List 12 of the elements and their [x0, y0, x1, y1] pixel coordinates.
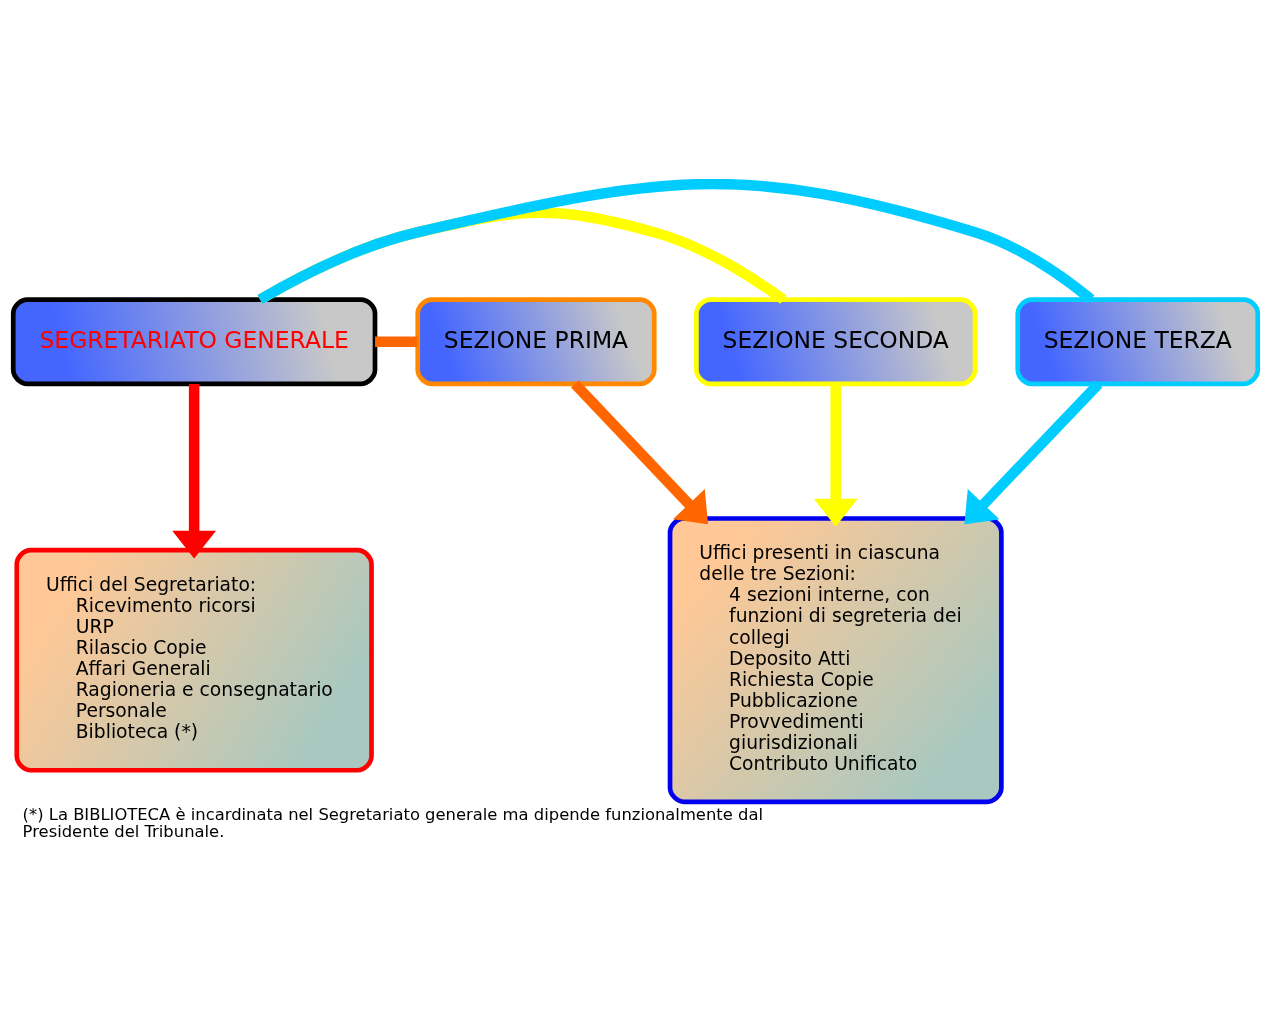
- node-box: Uffici del Segretariato: Ricevimento ricorsi URP Rilascio Copie Affari Generali Ragioneria e consegnatario Personale Biblioteca (*): [14, 547, 374, 773]
- arrow: [813, 383, 858, 527]
- caption: (*) La BIBLIOTECA è incardinata nel Segretariato generale ma dipende funzionalmente dal Presidente del Tribunale.: [22, 804, 764, 842]
- arrow: [964, 380, 1103, 525]
- node-box: SEZIONE TERZA: [1015, 297, 1261, 387]
- arrow: [571, 380, 709, 525]
- node-box: Uffici presenti in ciascuna delle tre Sezioni: 4 sezioni interne, con funzioni di segreteria dei collegi Deposito Atti Richiesta Copie Pubblicazione Provvedimenti giurisdizionali Contributo Unificato: [667, 516, 1004, 805]
- arrow: [172, 383, 217, 559]
- connector: [375, 336, 418, 347]
- node-box: SEZIONE SECONDA: [694, 297, 978, 387]
- node-box: SEZIONE PRIMA: [415, 297, 657, 387]
- node-box: SEGRETARIATO GENERALE: [10, 297, 378, 387]
